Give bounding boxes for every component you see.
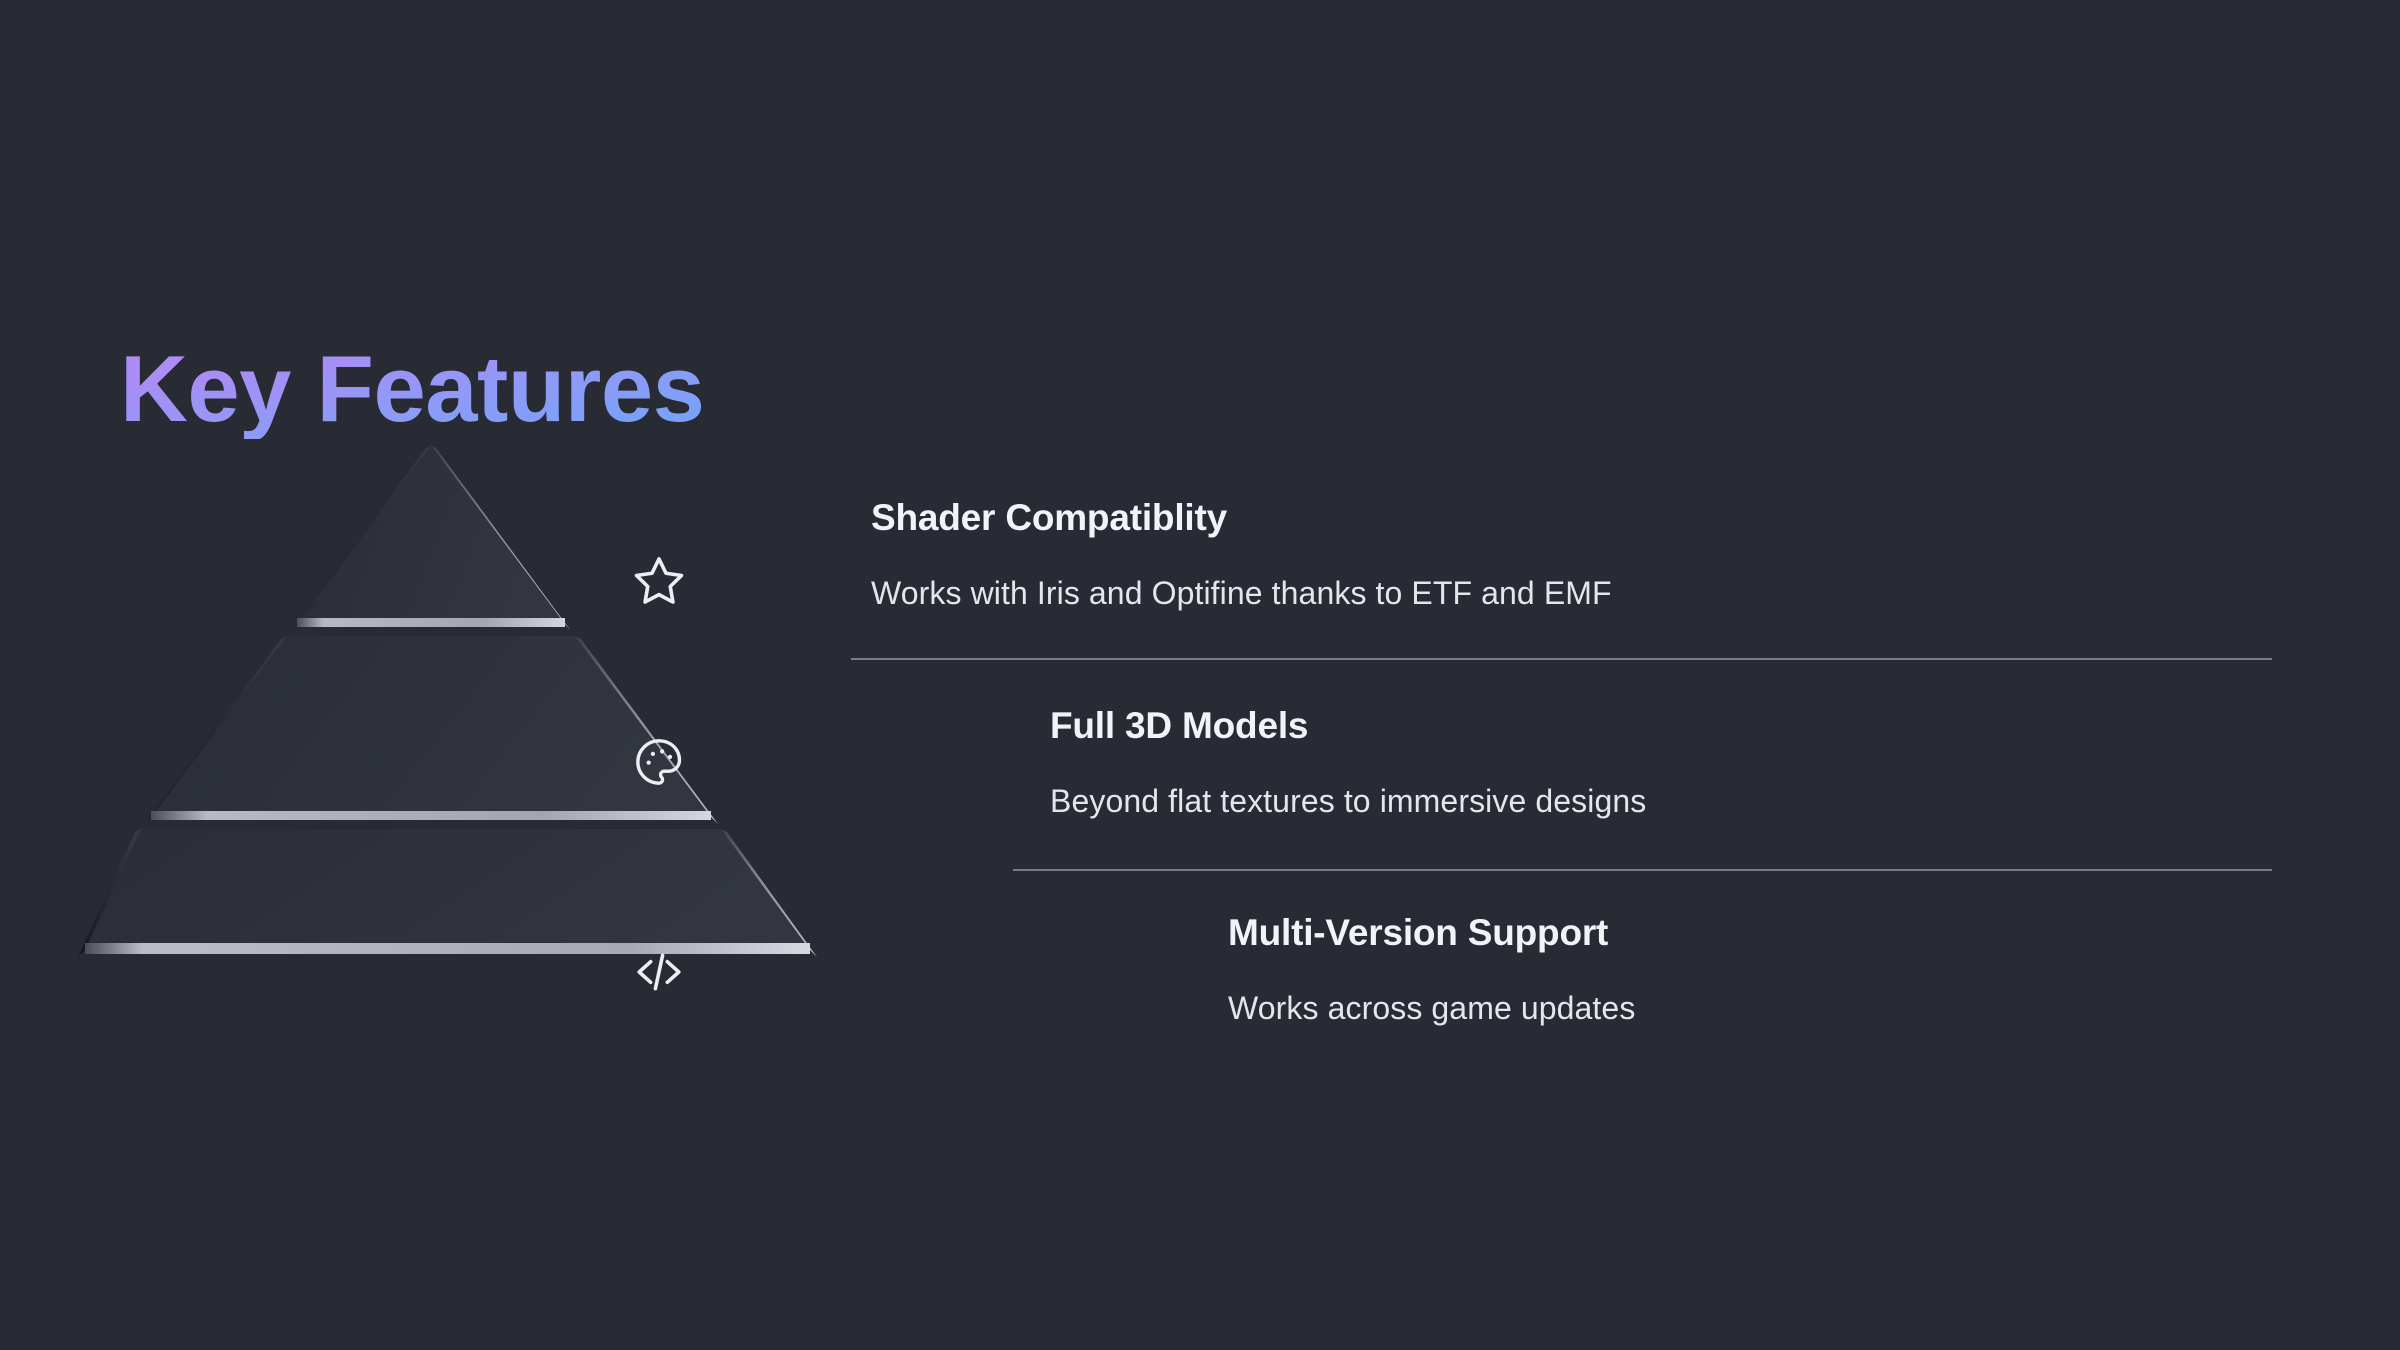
pyramid-slice-1 — [292, 445, 571, 631]
pyramid-slice-3 — [78, 829, 817, 957]
feature-item-full-3d-models: Full 3D Models Beyond flat textures to i… — [1050, 705, 1646, 820]
feature-item-multi-version-support: Multi-Version Support Works across game … — [1228, 912, 1635, 1027]
feature-heading: Multi-Version Support — [1228, 912, 1609, 953]
row-divider — [851, 658, 2272, 660]
code-icon — [632, 945, 686, 999]
feature-heading: Full 3D Models — [1050, 705, 1309, 746]
page-title: Key Features — [120, 335, 705, 441]
feature-description: Works across game updates — [1228, 990, 1636, 1026]
pyramid-slice-2 — [145, 636, 718, 824]
palette-icon — [632, 735, 686, 789]
feature-heading: Shader Compatiblity — [871, 497, 1227, 538]
star-icon — [632, 553, 686, 607]
feature-description: Works with Iris and Optifine thanks to E… — [871, 575, 1612, 611]
row-divider — [1013, 869, 2272, 871]
feature-item-shader-compatibility: Shader Compatiblity Works with Iris and … — [871, 497, 1612, 612]
feature-description: Beyond flat textures to immersive design… — [1050, 783, 1647, 819]
